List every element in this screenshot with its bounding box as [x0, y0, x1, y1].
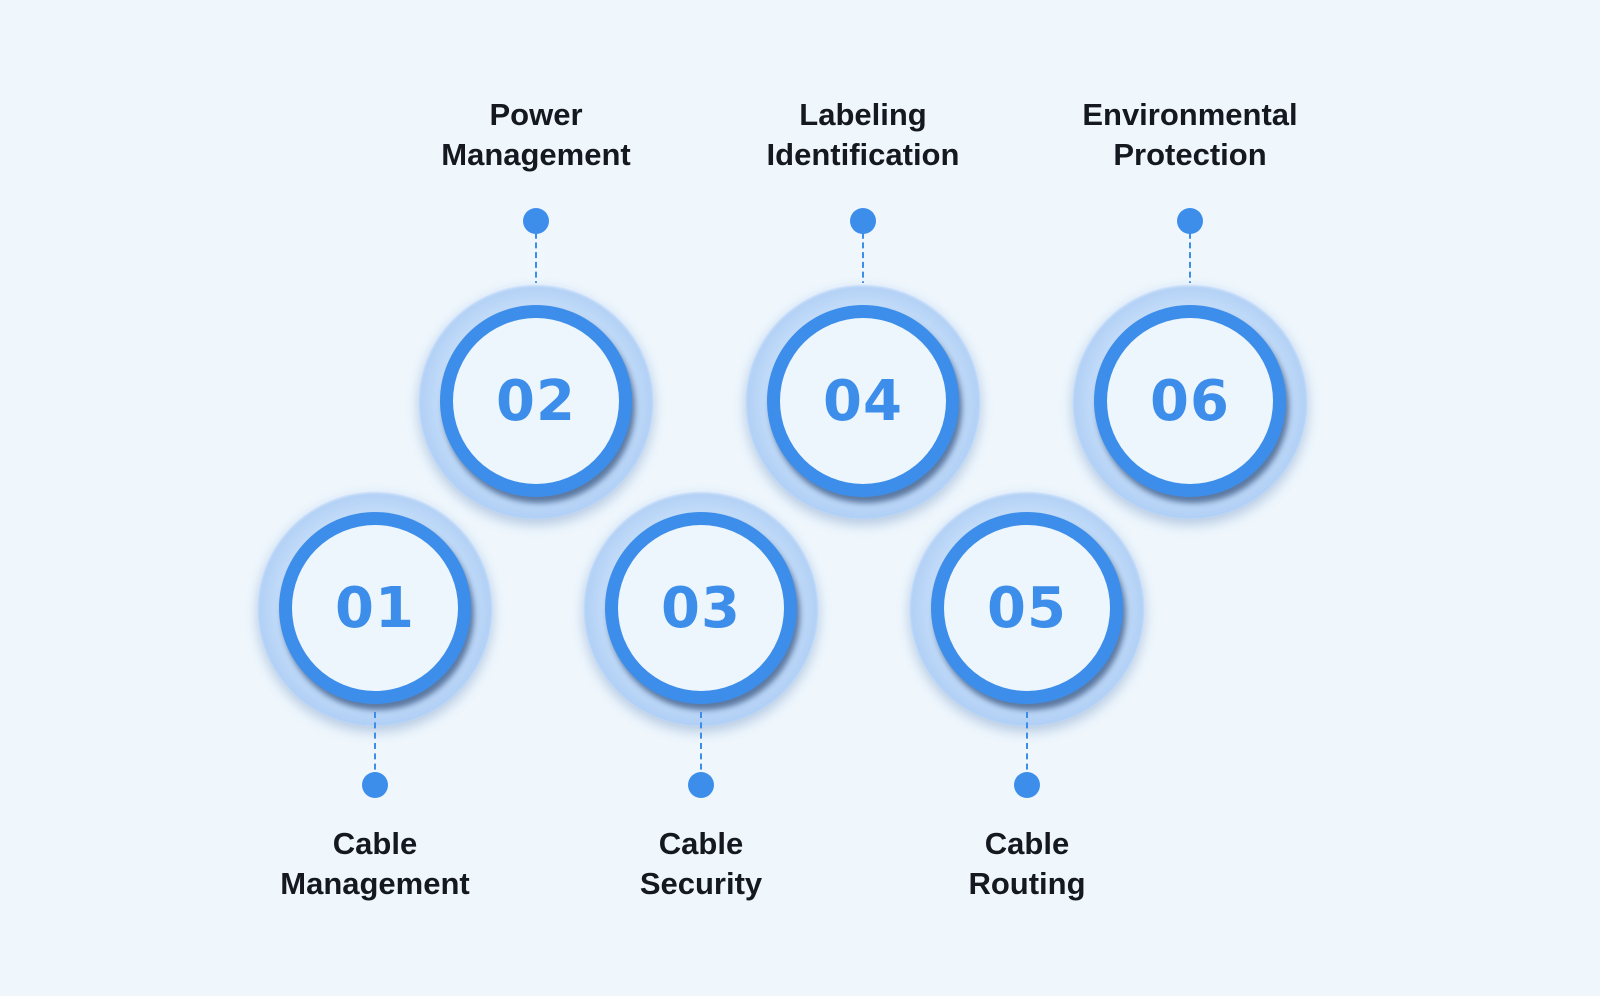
- step-label: Cable Routing: [897, 824, 1157, 904]
- step-label-line1: Environmental: [1082, 97, 1298, 132]
- dashed-connector: [862, 223, 864, 297]
- step-inner-circle: 05: [944, 525, 1110, 691]
- step-number: 03: [661, 575, 741, 641]
- step-label-line1: Power: [489, 97, 583, 132]
- step-label: Environmental Protection: [1060, 95, 1320, 175]
- step-label: Labeling Identification: [733, 95, 993, 175]
- connector-dot: [850, 208, 876, 234]
- step-inner-circle: 02: [453, 318, 619, 484]
- step-label-line2: Protection: [1113, 137, 1267, 172]
- step-label: Cable Security: [571, 824, 831, 904]
- connector-dot: [688, 772, 714, 798]
- dashed-connector: [535, 223, 537, 297]
- step-label-line1: Cable: [332, 826, 418, 861]
- step-number: 05: [987, 575, 1067, 641]
- step-label-line2: Management: [280, 866, 470, 901]
- step-label-line1: Labeling: [799, 97, 927, 132]
- step-label-line1: Cable: [658, 826, 744, 861]
- step-number: 01: [335, 575, 415, 641]
- step-label: Power Management: [406, 95, 666, 175]
- dashed-connector: [374, 712, 376, 780]
- step-label-line2: Identification: [766, 137, 960, 172]
- step-inner-circle: 01: [292, 525, 458, 691]
- step-label-line1: Cable: [984, 826, 1070, 861]
- step-number: 02: [496, 368, 576, 434]
- connector-dot: [362, 772, 388, 798]
- step-number: 06: [1150, 368, 1230, 434]
- dashed-connector: [700, 712, 702, 780]
- connector-dot: [1014, 772, 1040, 798]
- dashed-connector: [1026, 712, 1028, 780]
- connector-dot: [523, 208, 549, 234]
- step-inner-circle: 04: [780, 318, 946, 484]
- connector-dot: [1177, 208, 1203, 234]
- step-inner-circle: 03: [618, 525, 784, 691]
- step-number: 04: [823, 368, 903, 434]
- step-label: Cable Management: [245, 824, 505, 904]
- step-label-line2: Management: [441, 137, 631, 172]
- step-label-line2: Routing: [968, 866, 1086, 901]
- step-label-line2: Security: [639, 866, 763, 901]
- step-inner-circle: 06: [1107, 318, 1273, 484]
- dashed-connector: [1189, 223, 1191, 297]
